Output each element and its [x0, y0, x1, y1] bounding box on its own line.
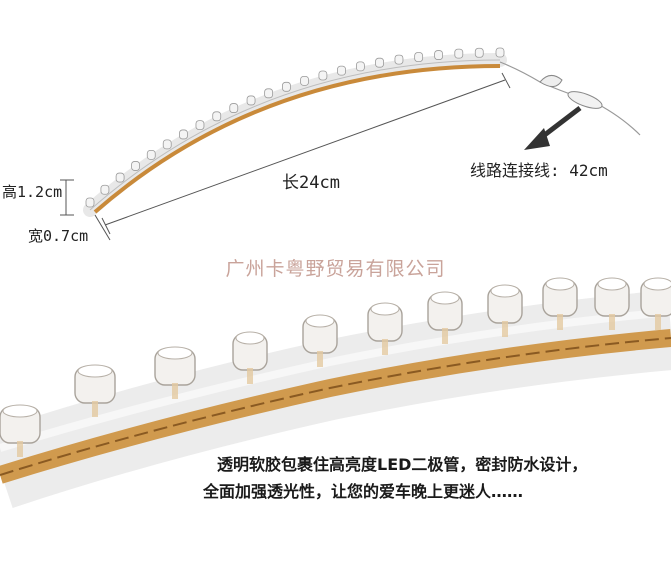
led-bulb-leg [92, 401, 98, 417]
led-bulb-top [370, 302, 400, 316]
led-bulb [212, 111, 222, 122]
led-bulb [195, 120, 205, 130]
height-bracket [60, 179, 74, 216]
led-bulb [282, 81, 291, 92]
led-strip-closeup [0, 275, 671, 508]
led-bulb-top [545, 277, 575, 291]
led-bulb [434, 50, 443, 60]
led-bulb [146, 149, 156, 160]
length-label: 长24cm [282, 173, 340, 193]
led-bulb [474, 47, 484, 58]
led-bulb-leg [609, 314, 615, 330]
led-bulbs-closeup [0, 277, 671, 457]
led-bulb [394, 54, 404, 65]
led-bulb-top [157, 346, 193, 360]
led-bulb-top [597, 277, 627, 291]
led-strip-overview [83, 47, 507, 217]
led-bulb-top [305, 314, 335, 328]
led-bulb [162, 139, 172, 150]
led-bulb [375, 57, 384, 68]
led-bulb [337, 65, 346, 76]
description-line-1: 透明软胶包裹住高亮度LED二极管，密封防水设计， [217, 455, 588, 474]
led-bulb [246, 95, 256, 106]
cable-connector [499, 61, 641, 136]
led-bulb [495, 47, 505, 58]
led-bulb [115, 172, 125, 183]
led-bulb [229, 103, 239, 113]
led-bulb-top [77, 364, 113, 378]
led-bulb-top [490, 284, 520, 298]
led-bulb-leg [655, 314, 661, 330]
led-bulb [264, 88, 274, 99]
led-bulb [300, 75, 309, 86]
led-bulb [131, 161, 140, 171]
led-bulb-leg [172, 383, 178, 399]
led-bulb [318, 70, 328, 81]
led-bulb [85, 197, 95, 208]
led-bulb-leg [442, 328, 448, 344]
led-bulb-leg [557, 314, 563, 330]
led-bulb-top [430, 291, 460, 305]
led-bulb-top [2, 404, 38, 418]
led-bulb-top [643, 277, 671, 291]
led-bulb [414, 52, 424, 62]
width-label: 宽0.7cm [28, 227, 89, 245]
led-bulb-top [235, 331, 265, 345]
company-watermark: 广州卡粤野贸易有限公司 [225, 258, 446, 280]
led-bulb [454, 48, 464, 59]
width-line [94, 214, 111, 241]
cable-length-label: 线路连接线: 42cm [470, 161, 608, 180]
height-label: 高1.2cm [2, 183, 63, 201]
led-bulb-leg [502, 321, 508, 337]
led-bulb-leg [382, 339, 388, 355]
description-line-2: 全面加强透光性，让您的爱车晚上更迷人…… [203, 482, 524, 501]
arrow-icon [524, 106, 582, 150]
led-bulb [355, 61, 365, 72]
led-bulb-leg [317, 351, 323, 367]
led-bulb [100, 184, 110, 195]
led-bulb-leg [247, 368, 253, 384]
led-bulb [179, 129, 188, 140]
led-bulb-leg [17, 441, 23, 457]
led-bulbs [85, 47, 505, 208]
length-line [101, 72, 511, 235]
